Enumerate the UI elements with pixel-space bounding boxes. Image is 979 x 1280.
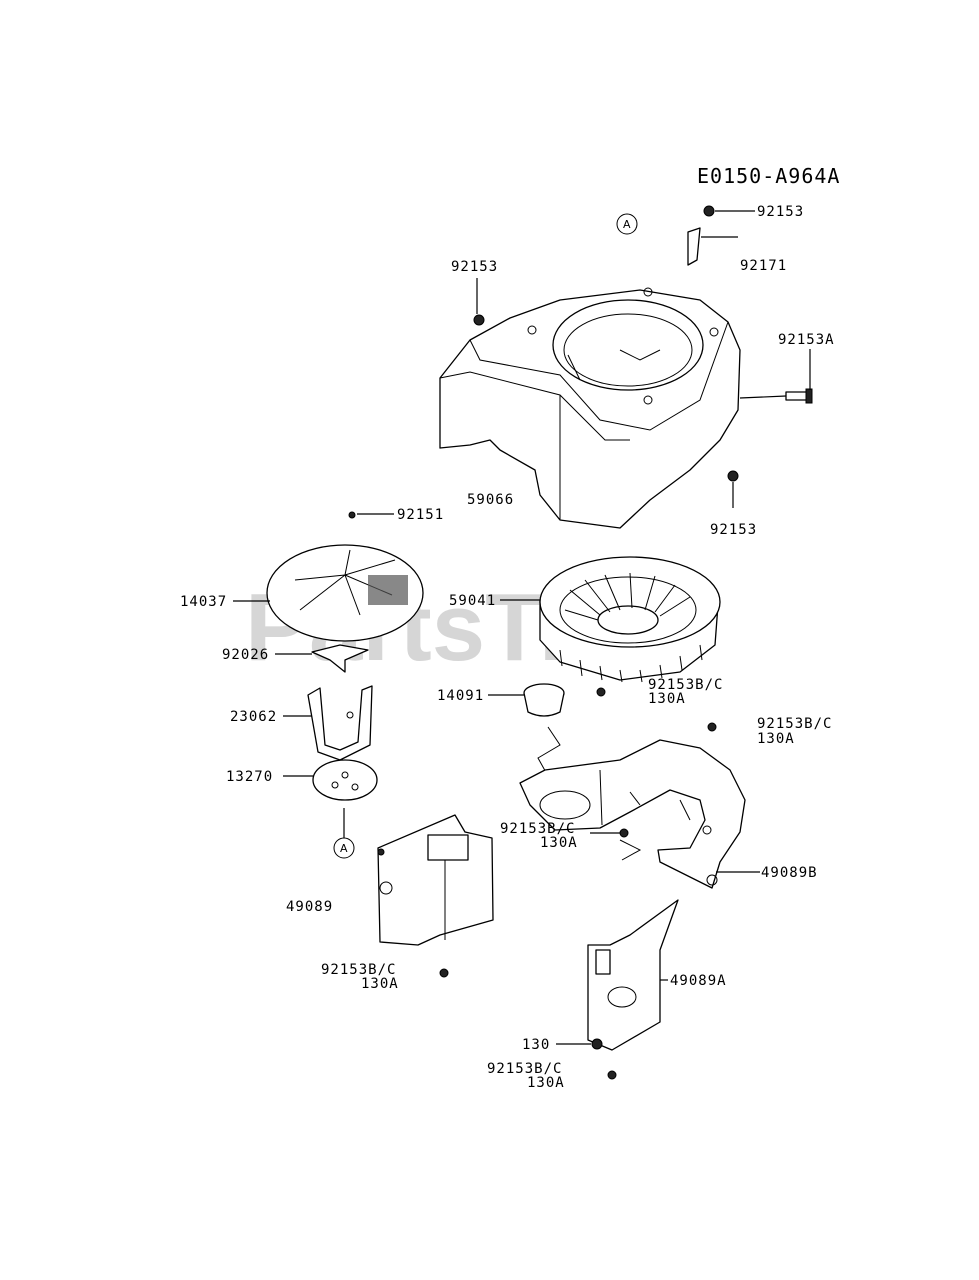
- callout-49089: 49089: [286, 899, 333, 915]
- callout-130A-2: 130A: [757, 731, 795, 747]
- screw-92153BC-2: [707, 722, 717, 732]
- callout-23062: 23062: [230, 709, 277, 725]
- screw-92153BC-4: [439, 968, 449, 978]
- cooling-fan-59041: [539, 556, 721, 683]
- screw-92153BC-3: [619, 828, 629, 838]
- callout-92153BC-4: 92153B/C: [321, 962, 396, 978]
- callout-92153-lower: 92153: [710, 522, 757, 538]
- callout-59066: 59066: [467, 492, 514, 508]
- blower-housing-59066: [439, 287, 741, 529]
- callout-92153BC-2: 92153B/C: [757, 716, 832, 732]
- baffle-49089A: [587, 899, 679, 1051]
- screw-92153-lower: [727, 470, 739, 482]
- alignment-line-49089B: [619, 839, 642, 861]
- leader-lines: [233, 210, 811, 1045]
- bolt-130: [591, 1038, 603, 1050]
- callout-92151: 92151: [397, 507, 444, 523]
- callout-13270: 13270: [226, 769, 273, 785]
- bolt-92153A: [785, 388, 813, 404]
- callout-59041: 59041: [449, 593, 496, 609]
- screw-92153-left: [473, 314, 485, 326]
- callout-92153-top: 92153: [757, 204, 804, 220]
- callout-92153BC-3: 92153B/C: [500, 821, 575, 837]
- screw-92153BC-1: [596, 687, 606, 697]
- callout-130A-3: 130A: [540, 835, 578, 851]
- callout-130: 130: [522, 1037, 550, 1053]
- callout-14091: 14091: [437, 688, 484, 704]
- callout-labels: 92153 92171 92153 92153A 59066 92153 921…: [180, 204, 835, 1091]
- baffle-49089B: [519, 739, 746, 889]
- collar-14091: [523, 683, 565, 717]
- callout-92153BC-1: 92153B/C: [648, 677, 723, 693]
- callout-92171: 92171: [740, 258, 787, 274]
- reference-marker-top-label: A: [623, 218, 631, 231]
- screw-92153-top: [703, 205, 715, 217]
- callout-14037: 14037: [180, 594, 227, 610]
- callout-130A-5: 130A: [527, 1075, 565, 1091]
- plate-13270: [312, 759, 378, 801]
- bracket-23062: [307, 685, 373, 761]
- callout-92153-left: 92153: [451, 259, 498, 275]
- alignment-line-14091: [537, 726, 561, 777]
- baffle-49089: [377, 814, 494, 946]
- callout-92153BC-5: 92153B/C: [487, 1061, 562, 1077]
- callout-49089B: 49089B: [761, 865, 818, 881]
- callout-92153A: 92153A: [778, 332, 835, 348]
- reference-marker-bottom: A: [333, 808, 355, 859]
- callout-49089A: 49089A: [670, 973, 727, 989]
- rotating-screen-14037: [266, 511, 424, 642]
- screw-92153BC-5: [607, 1070, 617, 1080]
- reference-marker-bottom-label: A: [340, 842, 348, 855]
- plate-92026: [311, 644, 369, 673]
- bracket-92171: [687, 227, 701, 266]
- reference-marker-top: A: [616, 213, 638, 235]
- callout-130A-4: 130A: [361, 976, 399, 992]
- callout-92026: 92026: [222, 647, 269, 663]
- callout-130A-1: 130A: [648, 691, 686, 707]
- diagram-code: E0150-A964A: [697, 164, 840, 188]
